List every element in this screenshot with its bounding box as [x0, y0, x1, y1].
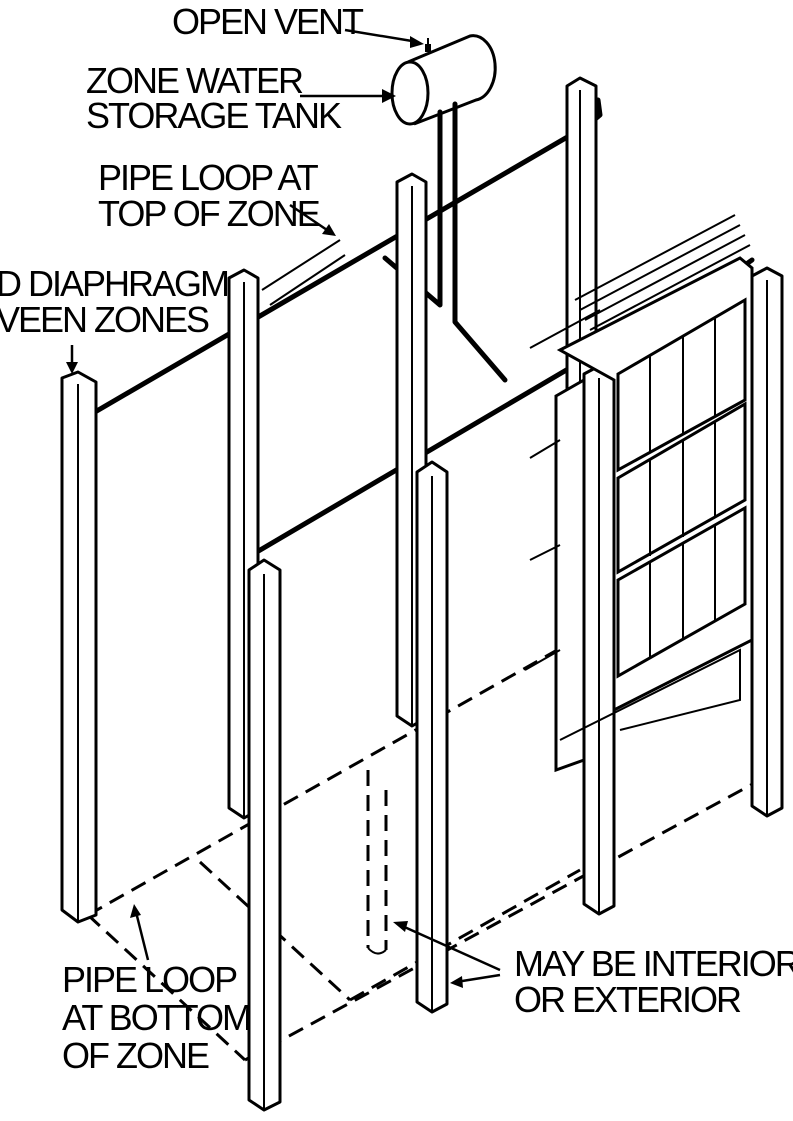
arrow-top-loop: [289, 203, 336, 236]
label-top-loop-line2: TOP OF ZONE: [98, 193, 320, 234]
zone-water-storage-tank: [390, 34, 497, 126]
arrow-diaphragm: [66, 345, 78, 374]
building-facade: [524, 214, 754, 773]
label-diaphragm-line1: D DIAPHRAGM: [0, 263, 228, 304]
label-bottom-loop-line2: AT BOTTOM: [62, 997, 250, 1038]
window-row-1: [616, 297, 747, 473]
label-riser-line2: OR EXTERIOR: [514, 979, 741, 1020]
window-row-2: [616, 401, 747, 575]
arrow-storage-tank: [300, 89, 396, 103]
label-tank-line1: ZONE WATER: [86, 60, 303, 101]
label-bottom-loop-line3: OF ZONE: [62, 1035, 209, 1076]
arrow-riser: [393, 921, 501, 988]
label-tank-line2: STORAGE TANK: [86, 95, 342, 136]
label-open-vent: OPEN VENT: [172, 1, 364, 42]
column-front-center: [247, 558, 282, 1112]
label-bottom-loop-line1: PIPE LOOP: [62, 959, 237, 1000]
arrow-open-vent: [344, 28, 424, 48]
label-diaphragm-line2: VEEN ZONES: [0, 299, 209, 340]
column-far-right: [750, 266, 784, 818]
column-front-mid: [415, 460, 449, 1014]
arrow-bottom-loop: [130, 904, 150, 961]
column-left-front: [60, 370, 98, 924]
label-top-loop-line1: PIPE LOOP AT: [98, 157, 319, 198]
label-riser-line1: MAY BE INTERIOR: [514, 943, 793, 984]
window-row-3: [616, 505, 747, 679]
column-front-right: [582, 364, 616, 916]
